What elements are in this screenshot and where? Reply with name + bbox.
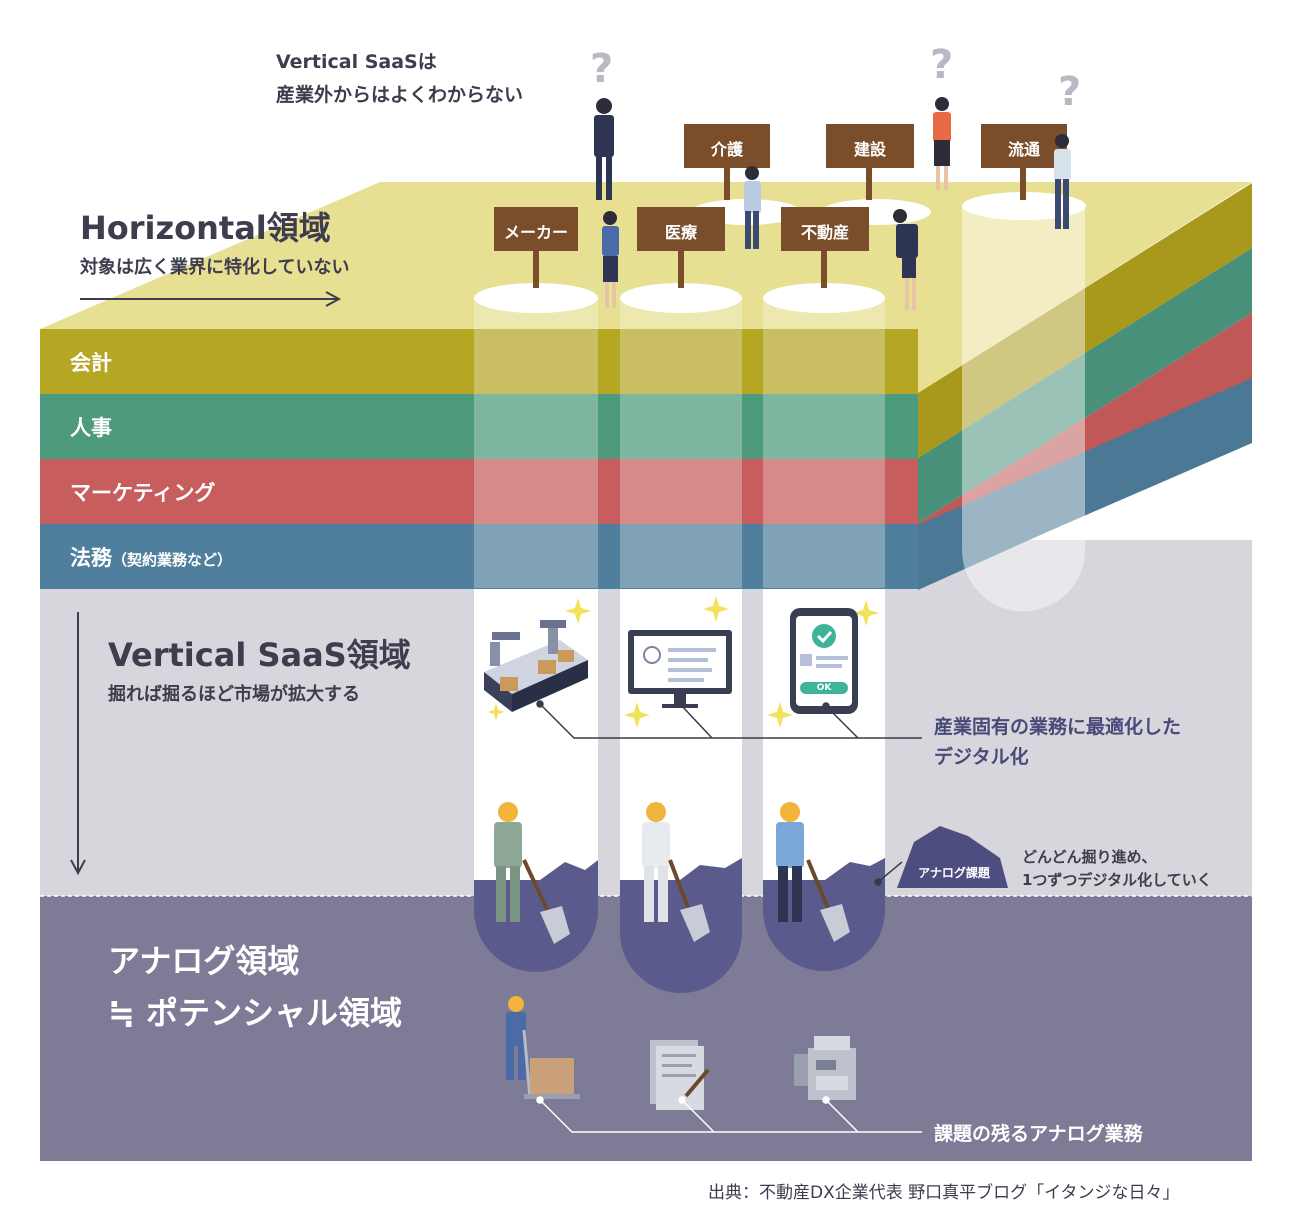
sign-posts xyxy=(533,164,1026,288)
horizontal-subtitle: 対象は広く業界に特化していない xyxy=(80,257,350,278)
svg-text:?: ? xyxy=(1058,69,1081,115)
layer-label: 法務（契約業務など） xyxy=(70,542,232,572)
layer-label-note: （契約業務など） xyxy=(112,551,233,569)
tube-1 xyxy=(474,298,598,588)
tube-4 xyxy=(962,206,1085,612)
callout-line-dig xyxy=(874,861,903,886)
header-note-line2: 産業外からはよくわからない xyxy=(276,84,524,106)
callout-lines-digital xyxy=(536,700,922,739)
worker-digging-icon xyxy=(494,802,570,944)
callout-dig-line2: 1つずつデジタル化していく xyxy=(1022,871,1212,889)
source-credit: 出典：不動産DX企業代表 野口真平ブログ「イタンジな日々」 xyxy=(708,1183,1180,1203)
callout-analog: 課題の残るアナログ業務 xyxy=(934,1123,1143,1145)
businessperson-icon xyxy=(594,98,614,200)
layer-front-1 xyxy=(40,329,918,394)
layer-front-4 xyxy=(40,524,918,589)
svg-text:?: ? xyxy=(590,46,613,92)
layer-side-1 xyxy=(918,183,1252,458)
callout-digital-line2: デジタル化 xyxy=(934,746,1029,768)
analog-mound xyxy=(897,826,1008,888)
question-icon: ? ? ? xyxy=(590,42,1081,115)
layer-label-main: 法務 xyxy=(70,546,112,570)
businessperson-icon xyxy=(744,166,761,249)
header-note-line1: Vertical SaaSは xyxy=(276,51,437,73)
hand-truck-worker-icon xyxy=(506,996,580,1099)
hole-opening-3 xyxy=(763,283,885,313)
vertical-title: Vertical SaaS領域 xyxy=(108,636,411,674)
fax-machine-icon xyxy=(794,1036,856,1100)
sign-label: 建設 xyxy=(853,140,886,159)
layer-front-2 xyxy=(40,394,918,459)
businessperson-icon xyxy=(1054,134,1071,229)
hole-opening-1 xyxy=(474,283,598,313)
callout-dig-line1: どんどん掘り進め、 xyxy=(1022,848,1157,866)
vertical-subtitle: 掘れば掘るほど市場が拡大する xyxy=(108,684,360,705)
businessperson-icon xyxy=(602,211,619,308)
sign-label: 医療 xyxy=(664,223,697,242)
layer-side-4c xyxy=(918,378,1252,590)
layer-label: マーケティング xyxy=(70,481,216,505)
smartphone-check-icon xyxy=(790,608,858,714)
hole-opening-2 xyxy=(620,283,742,313)
sparkle-icon xyxy=(487,596,879,728)
analog-badge: アナログ課題 xyxy=(918,866,990,880)
monitor-checklist-icon xyxy=(628,630,732,708)
analog-title-line2: ≒ ポテンシャル領域 xyxy=(108,994,402,1032)
sign-boards xyxy=(494,124,1067,251)
horizontal-title: Horizontal領域 xyxy=(80,209,331,247)
tube-3 xyxy=(763,298,885,588)
layer-label: 人事 xyxy=(70,416,112,440)
callout-digital-line1: 産業固有の業務に最適化した xyxy=(934,716,1182,738)
horizontal-arrow xyxy=(80,291,342,307)
svg-text:?: ? xyxy=(930,42,953,88)
sign-label: 流通 xyxy=(1007,140,1040,159)
tube-2 xyxy=(620,298,742,588)
sign-label: メーカー xyxy=(503,223,568,242)
worker-digging-icon xyxy=(642,802,710,942)
sign-label: 介護 xyxy=(710,140,743,159)
documents-icon xyxy=(650,1040,710,1110)
robot-arm-conveyor-icon xyxy=(484,620,588,712)
businessperson-icon xyxy=(933,97,951,190)
sign-label: 不動産 xyxy=(800,223,849,242)
vertical-arrow xyxy=(70,612,86,876)
callout-lines-analog xyxy=(536,1096,922,1133)
businessperson-icon xyxy=(893,209,918,310)
layer-front-3 xyxy=(40,459,918,524)
layer-label: 会計 xyxy=(70,351,112,375)
layer-side-2 xyxy=(918,248,1252,523)
phone-ok-label: OK xyxy=(816,683,832,693)
analog-title-line1: アナログ領域 xyxy=(108,942,300,980)
worker-digging-icon xyxy=(776,802,850,942)
